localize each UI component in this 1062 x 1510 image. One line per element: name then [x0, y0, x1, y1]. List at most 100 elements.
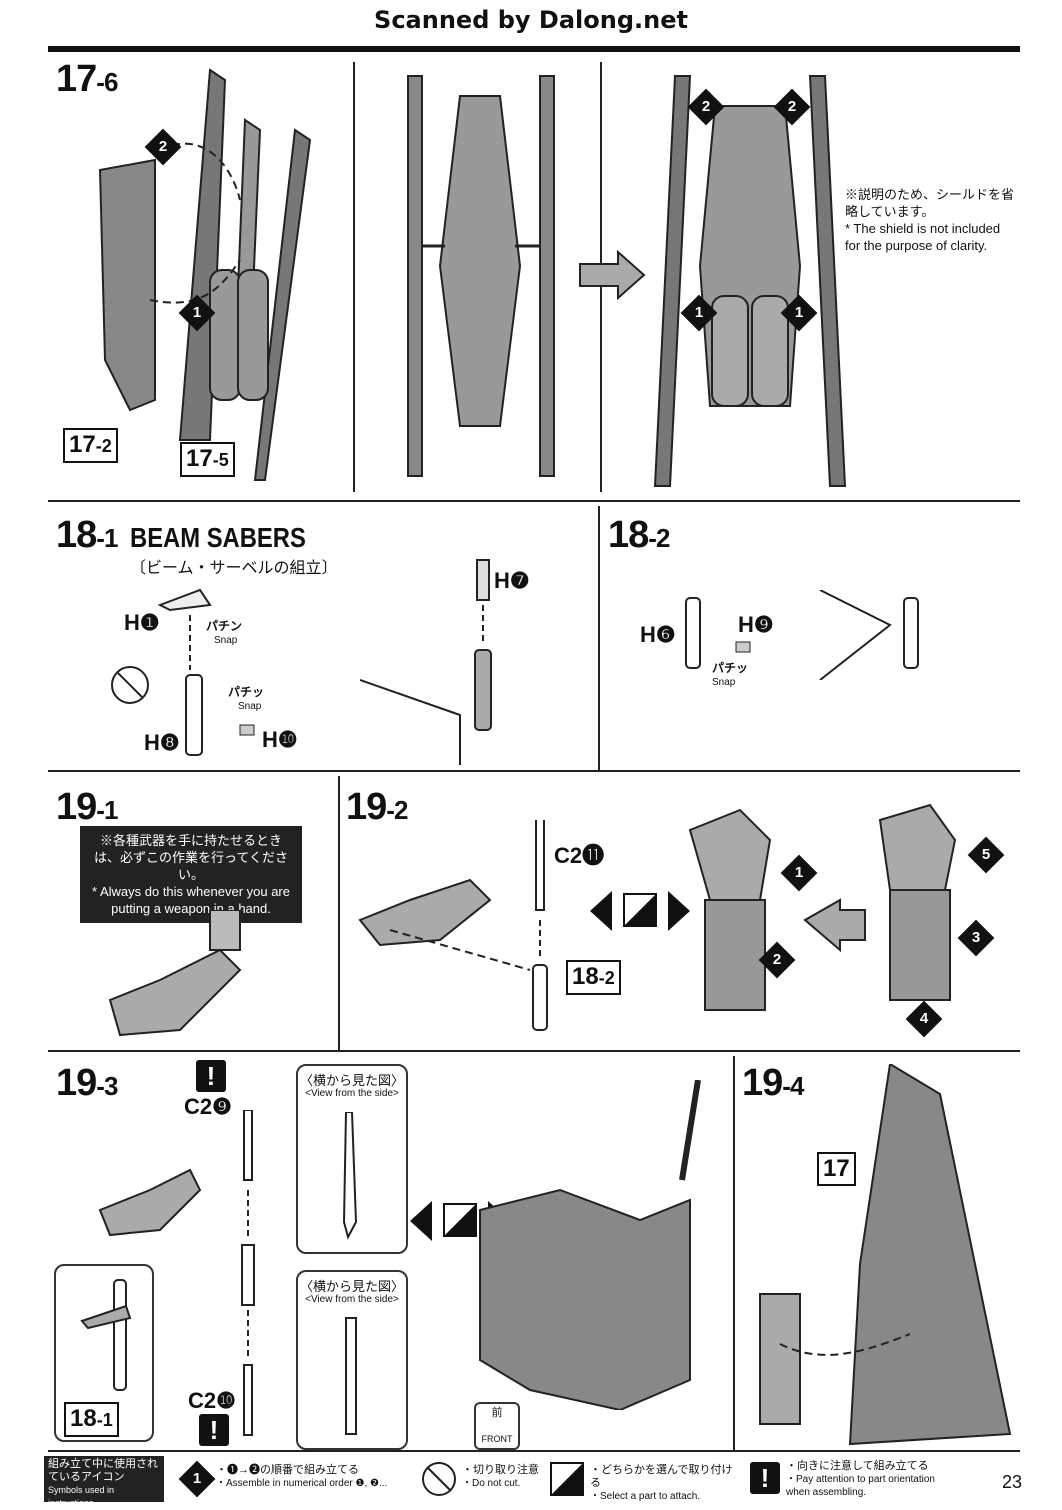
step-19-1-label: 19-1 — [56, 786, 118, 828]
beam-saber-parts-illustration — [111, 588, 255, 756]
step-18-2-label: 18-2 — [608, 514, 670, 556]
legend-item: ・❶→❷の順番で組み立てる ・Assemble in numerical ord… — [216, 1464, 416, 1510]
front-label-jp: 前 — [491, 1407, 503, 1419]
ref-18-2: 18-2 — [566, 960, 621, 995]
legend-item-jp: ・切り取り注意 — [462, 1464, 539, 1476]
snap-label-en: Snap — [238, 701, 262, 712]
part-label: C2❿ — [188, 1388, 236, 1413]
legend-item-en: ・Pay attention to part orientation when … — [786, 1474, 935, 1498]
part-label: H❿ — [262, 727, 298, 752]
step-marker-2: 2 — [144, 128, 182, 166]
header-rule — [48, 46, 1020, 52]
step-marker-2: 2 — [687, 88, 725, 126]
step-19-2-label: 19-2 — [346, 786, 408, 828]
legend-item-jp: ・どちらかを選んで取り付ける — [590, 1464, 733, 1489]
divider — [48, 770, 1020, 772]
legend-item-en: ・Assemble in numerical order ❶, ❷... — [216, 1478, 388, 1489]
hand-rod-grip-illustration — [98, 1110, 255, 1436]
divider — [48, 1450, 1020, 1452]
part-label: H❶ — [124, 610, 160, 635]
forearm-weapon-attach-illustration — [688, 803, 957, 1011]
numbered-step-icon: 1 — [178, 1460, 216, 1498]
step-marker-1: 1 — [178, 294, 216, 332]
divider — [598, 506, 600, 770]
step-marker-1: 1 — [680, 294, 718, 332]
step-marker-2: 2 — [773, 88, 811, 126]
select-option-icon — [590, 891, 690, 931]
funnel-rod-illustration — [685, 590, 919, 680]
hand-illustration — [108, 910, 242, 1037]
hand-insert-rod-illustration — [358, 820, 548, 1031]
shield-parts-illustration — [98, 68, 312, 481]
legend-label-jp: 組み立て中に使用されているアイコン — [48, 1458, 158, 1483]
select-part-icon — [550, 1462, 584, 1496]
legend-label: 組み立て中に使用されているアイコン Symbols used in instru… — [44, 1456, 164, 1508]
legend-item-jp: ・❶→❷の順番で組み立てる — [216, 1464, 359, 1476]
hand-part-inset-illustration — [80, 1279, 132, 1391]
beam-saber-assembly-illustration — [360, 559, 492, 765]
section-title-jp: 〔ビーム・サーベルの組立〕 — [130, 560, 338, 577]
snap-label-jp: パチッ — [712, 661, 749, 675]
legend-item: ・向きに注意して組み立てる ・Pay attention to part ori… — [786, 1460, 936, 1506]
orientation-warning-icon: ! — [199, 1414, 229, 1446]
side-view-en: <View from the side> — [305, 1294, 399, 1305]
ref-17-5: 17-5 — [180, 442, 235, 477]
arrow-right-icon — [579, 250, 646, 300]
part-label: H❼ — [494, 568, 530, 593]
ref-17-2: 17-2 — [63, 428, 118, 463]
side-view-rod-illustration — [342, 1112, 358, 1240]
legend-item-en: ・Do not cut. — [462, 1478, 521, 1489]
inset-frame — [54, 1264, 154, 1442]
snap-label-en: Snap — [712, 677, 736, 688]
step-19-3-label: 19-3 — [56, 1062, 118, 1104]
mobile-suit-torso-illustration — [479, 1080, 701, 1410]
step-marker-1: 1 — [780, 294, 818, 332]
side-view-jp: 〈横から見た図〉 — [299, 1279, 404, 1294]
side-view-panel: 〈横から見た図〉 <View from the side> — [296, 1064, 408, 1254]
snap-label-jp: パチッ — [228, 685, 265, 699]
divider — [733, 1056, 735, 1450]
snap-label-jp: パチン — [206, 619, 243, 633]
section-title: BEAM SABERS — [130, 522, 306, 553]
orientation-warning-icon: ! — [750, 1462, 780, 1494]
page-number: 23 — [1001, 1472, 1022, 1492]
legend-item-jp: ・向きに注意して組み立てる — [786, 1460, 929, 1472]
hand-note-jp: ※各種武器を手に持たせるときは、必ずこの作業を行ってください。 — [94, 833, 288, 882]
snap-label-en: Snap — [214, 635, 238, 646]
backpack-attach-illustration — [759, 1064, 1012, 1446]
step-marker-5: 5 — [967, 836, 1005, 874]
side-view-panel: 〈横から見た図〉 <View from the side> — [296, 1270, 408, 1450]
part-label: H❾ — [738, 612, 774, 637]
hand-note: ※各種武器を手に持たせるときは、必ずこの作業を行ってください。 * Always… — [80, 826, 302, 923]
ref-18-1: 18-1 — [64, 1402, 119, 1437]
ref-17: 17 — [817, 1152, 856, 1186]
step-marker-4: 4 — [905, 1000, 943, 1038]
step-marker-1: 1 — [780, 854, 818, 892]
part-label: C2❾ — [184, 1094, 232, 1119]
side-view-rod-illustration — [345, 1317, 357, 1435]
side-view-jp: 〈横から見た図〉 — [299, 1073, 404, 1088]
divider — [48, 1050, 1020, 1052]
legend-item-en: ・Select a part to attach. — [590, 1491, 701, 1502]
front-indicator: 前 FRONT — [474, 1402, 520, 1450]
page-header-title: Scanned by Dalong.net — [374, 6, 688, 34]
orientation-warning-icon: ! — [196, 1060, 226, 1092]
step-marker-2: 2 — [758, 941, 796, 979]
shield-note-en: * The shield is not included for the pur… — [845, 221, 1001, 253]
step-17-6-label: 17-6 — [56, 58, 118, 100]
step-marker-3: 3 — [957, 919, 995, 957]
front-label-en: FRONT — [481, 1434, 513, 1444]
do-not-cut-icon — [422, 1462, 456, 1496]
assembled-backpack-illustration — [407, 75, 555, 477]
part-label: C2⓫ — [554, 843, 605, 868]
symbols-legend: 組み立て中に使用されているアイコン Symbols used in instru… — [44, 1456, 1019, 1508]
side-view-en: <View from the side> — [305, 1088, 399, 1099]
part-label: H❻ — [640, 622, 676, 647]
legend-label-en: Symbols used in instructions — [48, 1485, 115, 1508]
divider — [353, 62, 355, 492]
shield-note-jp: ※説明のため、シールドを省略しています。 — [845, 187, 1015, 219]
divider — [48, 500, 1020, 502]
step-18-1-label: 18-1 — [56, 514, 118, 556]
step-19-4-label: 19-4 — [742, 1062, 804, 1104]
legend-item: ・どちらかを選んで取り付ける ・Select a part to attach. — [590, 1464, 740, 1510]
